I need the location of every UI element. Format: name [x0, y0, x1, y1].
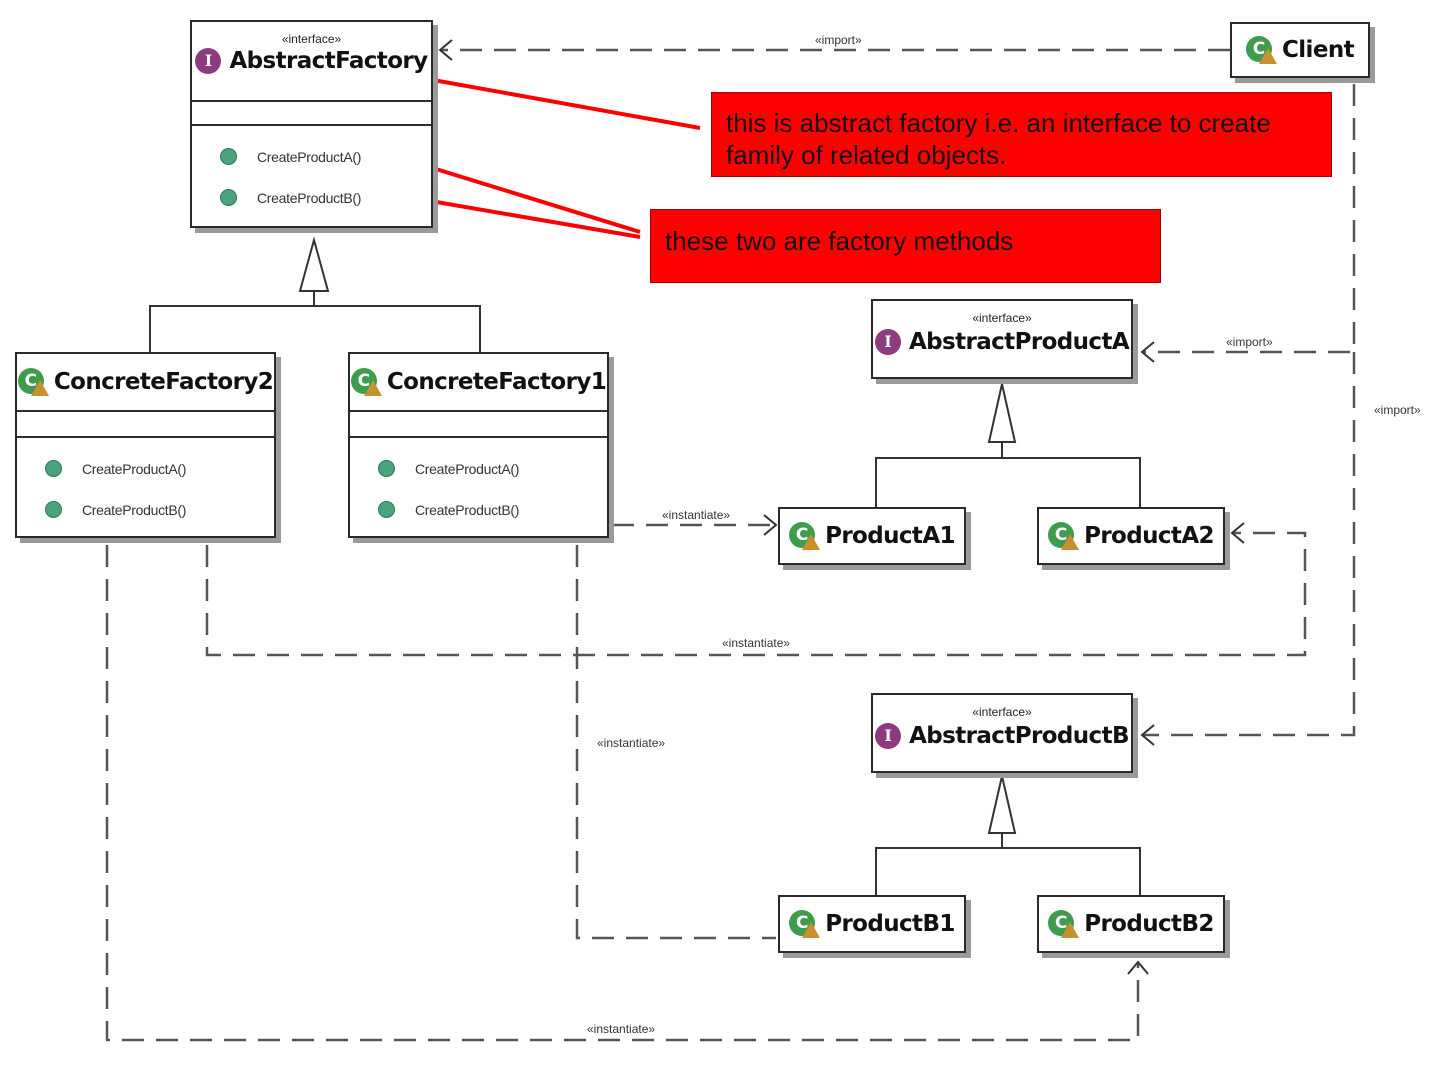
generalization-triangle-abstract-product-b — [987, 775, 1017, 834]
method-name: CreateProductB() — [415, 501, 520, 518]
arrowhead-product-b2 — [1127, 960, 1149, 975]
class-name: AbstractProductA — [908, 329, 1130, 355]
class-name: ProductA1 — [825, 523, 955, 549]
product-a1-class[interactable]: C ProductA1 — [778, 507, 966, 565]
method-dot-icon — [378, 501, 395, 518]
class-name: ConcreteFactory1 — [386, 369, 607, 395]
generalization-triangle-abstract-factory — [298, 236, 330, 292]
method-create-product-b[interactable]: CreateProductB() — [350, 489, 607, 530]
note-factory-methods: these two are factory methods — [650, 209, 1161, 283]
method-create-product-a[interactable]: CreateProductA() — [17, 448, 274, 489]
generalization-triangle-abstract-product-a — [987, 383, 1017, 443]
class-name: ConcreteFactory2 — [53, 369, 274, 395]
abstract-factory-interface[interactable]: «interface» I AbstractFactory CreateProd… — [190, 20, 433, 228]
method-dot-icon — [378, 460, 395, 477]
class-icon: C — [1048, 910, 1080, 938]
note-abstract-factory: this is abstract factory i.e. an interfa… — [711, 92, 1332, 177]
method-create-product-a[interactable]: CreateProductA() — [192, 136, 431, 177]
instantiate-label: «instantiate» — [587, 1022, 656, 1036]
class-name: Client — [1281, 37, 1355, 63]
import-client-abstract-product-b — [1142, 352, 1356, 737]
instantiate-label: «instantiate» — [597, 736, 666, 750]
interface-icon: I — [195, 48, 222, 74]
arrowhead-product-a1 — [763, 514, 778, 536]
arrowhead-abstract-factory — [438, 39, 453, 61]
arrowhead-abstract-product-a — [1140, 341, 1155, 363]
instantiate-cf2-product-a2 — [205, 531, 1307, 657]
instantiate-cf2-product-b2 — [105, 545, 1140, 1042]
arrowhead-product-a2 — [1230, 522, 1245, 544]
instantiate-cf1-product-b1 — [575, 545, 776, 940]
product-b2-class[interactable]: C ProductB2 — [1037, 895, 1225, 953]
instantiate-label: «instantiate» — [722, 636, 791, 650]
class-icon: C — [789, 910, 821, 938]
class-name: ProductA2 — [1084, 523, 1214, 549]
class-name: AbstractProductB — [909, 723, 1129, 749]
client-class[interactable]: C Client — [1230, 22, 1370, 78]
realization-factories — [149, 291, 481, 352]
instantiate-label: «instantiate» — [662, 508, 731, 522]
class-name: AbstractFactory — [229, 48, 428, 74]
import-label: «import» — [1374, 403, 1421, 417]
method-create-product-b[interactable]: CreateProductB() — [17, 489, 274, 530]
method-name: CreateProductA() — [415, 460, 520, 477]
note-connector-abstract-factory — [421, 76, 701, 130]
method-dot-icon — [220, 148, 237, 165]
interface-icon: I — [875, 723, 902, 749]
method-dot-icon — [45, 460, 62, 477]
class-icon: C — [789, 522, 821, 550]
class-icon: C — [1048, 522, 1080, 550]
stereotype-label: «interface» — [281, 32, 342, 46]
method-dot-icon — [45, 501, 62, 518]
product-a2-class[interactable]: C ProductA2 — [1037, 507, 1225, 565]
class-icon: C — [350, 368, 382, 396]
arrowhead-abstract-product-b — [1140, 724, 1155, 746]
class-name: ProductB1 — [825, 911, 955, 937]
import-label: «import» — [1226, 335, 1273, 349]
concrete-factory2-class[interactable]: C ConcreteFactory2 CreateProductA() Crea… — [15, 352, 276, 538]
interface-icon: I — [874, 329, 901, 355]
method-dot-icon — [220, 189, 237, 206]
class-name: ProductB2 — [1084, 911, 1214, 937]
stereotype-label: «interface» — [972, 311, 1032, 325]
method-name: CreateProductA() — [82, 460, 187, 477]
class-icon: C — [1245, 36, 1277, 64]
method-create-product-b[interactable]: CreateProductB() — [192, 177, 431, 218]
abstract-product-a-interface[interactable]: «interface» I AbstractProductA — [871, 299, 1133, 379]
method-name: CreateProductB() — [82, 501, 187, 518]
method-create-product-a[interactable]: CreateProductA() — [350, 448, 607, 489]
class-icon: C — [17, 368, 49, 396]
realization-products-a — [875, 442, 1141, 507]
method-name: CreateProductB() — [257, 189, 362, 206]
product-b1-class[interactable]: C ProductB1 — [778, 895, 966, 953]
stereotype-label: «interface» — [972, 705, 1032, 719]
import-client-abstract-product-a — [1142, 84, 1356, 354]
import-label: «import» — [815, 33, 862, 47]
abstract-product-b-interface[interactable]: «interface» I AbstractProductB — [871, 693, 1133, 773]
concrete-factory1-class[interactable]: C ConcreteFactory1 CreateProductA() Crea… — [348, 352, 609, 538]
method-name: CreateProductA() — [257, 148, 362, 165]
realization-products-b — [875, 833, 1141, 895]
